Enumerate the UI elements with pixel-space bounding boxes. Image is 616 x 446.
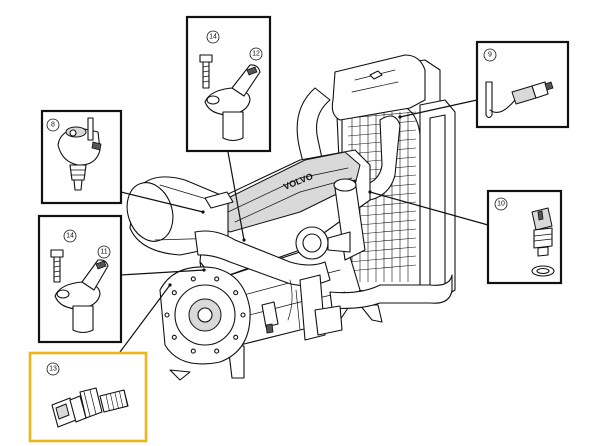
svg-text:14: 14 [209, 34, 217, 41]
callout-number-11: 11 [97, 245, 111, 259]
intake-pipe [194, 230, 331, 287]
flywheel-bolt [214, 348, 220, 354]
leader-8 [120, 191, 204, 213]
turbocharger [295, 226, 351, 260]
flywheel-bolt [214, 276, 220, 282]
engine-illustration: VOLVO [126, 54, 456, 381]
leader-10 [369, 191, 489, 226]
callout-number-9: 9 [483, 48, 497, 62]
flywheel-housing [159, 266, 251, 365]
radiator-fin [347, 255, 417, 263]
flywheel-bolt [190, 276, 196, 282]
callout-9: 9 [475, 40, 570, 129]
flywheel-bolt [233, 290, 239, 296]
callout-number-13: 13 [46, 362, 60, 376]
leader-13 [119, 284, 171, 353]
svg-text:14: 14 [66, 233, 74, 240]
leader-11 [120, 269, 205, 276]
leader-12 [227, 151, 245, 241]
radiator-fin [347, 264, 417, 272]
flywheel-bolt [164, 312, 170, 318]
speed-sensor-icon [54, 259, 109, 334]
callout-number-12: 12 [249, 47, 263, 61]
flywheel-bolt [240, 312, 246, 318]
flywheel-bolt [190, 348, 196, 354]
callout-number-10: 10 [494, 197, 508, 211]
svg-text:8: 8 [51, 122, 55, 129]
leader-9 [399, 99, 478, 118]
thread-line [105, 394, 110, 412]
callout-13: 13 [28, 351, 148, 443]
svg-text:10: 10 [497, 201, 505, 208]
callout-11: 14 11 [37, 214, 123, 344]
svg-text:11: 11 [100, 249, 107, 256]
bolt-icon [50, 249, 64, 283]
temperature-sensor-probe-icon [485, 81, 554, 119]
flywheel-bolt [171, 290, 177, 296]
callout-8: 8 [40, 109, 123, 205]
lower-coolant-pipe [329, 274, 453, 309]
callout-12: 14 12 [185, 15, 272, 153]
radiator-hose [364, 115, 401, 201]
flywheel-bolt [233, 334, 239, 340]
coolant-sensor-icon [531, 207, 555, 277]
svg-text:13: 13 [49, 366, 57, 373]
callout-10: 10 [486, 189, 563, 285]
svg-text:12: 12 [252, 51, 260, 58]
flywheel-bolt [171, 334, 177, 340]
pressure-sensor-icon [57, 117, 102, 191]
thread-line [110, 393, 115, 410]
callout-number-14-top: 14 [206, 30, 220, 44]
callout-number-14-left: 14 [63, 229, 77, 243]
bolt-icon [199, 54, 213, 89]
thread-line [119, 391, 124, 408]
thread-line [114, 392, 119, 409]
svg-text:9: 9 [488, 52, 492, 59]
thread-line [123, 390, 128, 407]
speed-sensor-icon [204, 64, 261, 142]
oil-pressure-switch-icon [51, 387, 129, 428]
leader-lines [119, 99, 489, 353]
callout-number-8: 8 [46, 118, 60, 132]
air-filter [126, 176, 234, 256]
